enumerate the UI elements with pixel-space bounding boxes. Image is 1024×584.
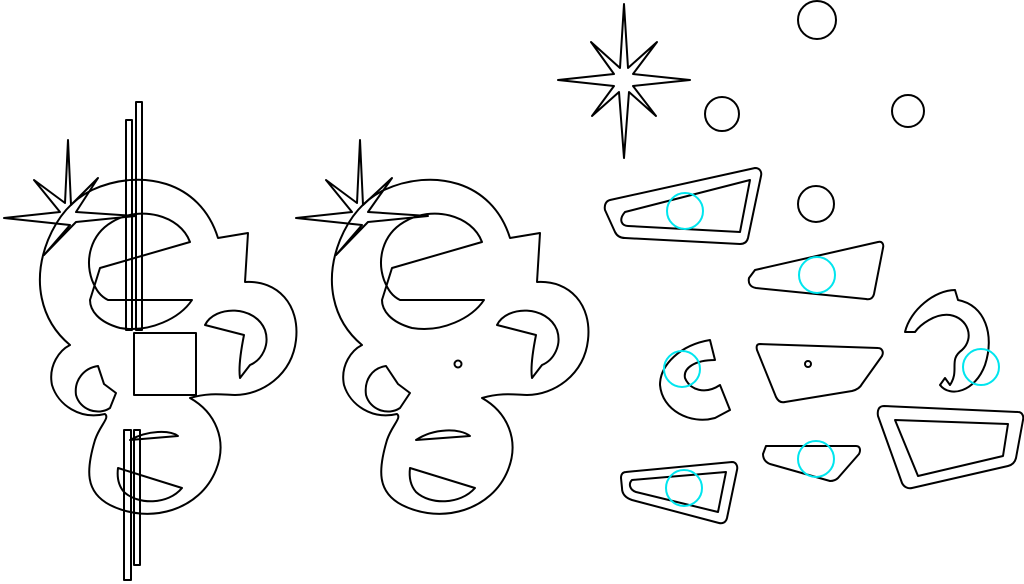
trapezoid-piece-center [755,343,884,404]
alignment-marker-1 [666,192,704,230]
framed-trapezoid-piece-1-outer [603,167,763,245]
pin-hole-center-piece [804,360,812,368]
alignment-marker-4 [962,348,1000,386]
guide-bar-tall [135,101,143,331]
hook-cutout-left [74,365,117,413]
alignment-marker-3 [663,350,701,388]
assembled-layout-with-guides [3,101,298,581]
pin-hole-middle [453,359,463,369]
crescent-piece-right [904,289,990,393]
framed-trapezoid-piece-4-outer [620,461,739,525]
main-body-outline-left [38,178,298,515]
guide-bar-bottom-2 [133,429,141,566]
hook-piece-left [659,339,731,421]
alignment-marker-2 [798,256,836,294]
alignment-marker-6 [665,469,703,507]
framed-trapezoid-piece-3-inner [894,419,1009,477]
circle-piece-left [704,96,740,132]
circle-piece-right [891,94,925,128]
half-moon-bottom-left [116,467,183,503]
crescent-cutout-right-left [204,309,268,379]
separated-cut-pieces [557,0,1024,525]
half-moon-bottom-middle [408,467,476,503]
starburst-right-icon [557,3,691,159]
assembled-layout-outline [295,139,590,515]
crescent-cutout-top-left [88,212,193,330]
half-moon-top-left [129,430,179,441]
crescent-cutout-top-middle [380,212,485,330]
circle-piece-top [797,0,837,40]
alignment-marker-5 [797,440,835,478]
center-square-block [133,332,197,396]
framed-trapezoid-piece-1-inner [620,179,751,233]
circle-piece-middle [797,185,835,223]
main-body-outline-middle [330,178,590,515]
trapezoid-piece-small [762,445,861,482]
crescent-cutout-right-middle [496,309,560,379]
trapezoid-piece-2 [747,240,885,301]
framed-trapezoid-piece-3-outer [876,405,1024,490]
guide-bar-bottom [123,429,132,581]
hook-cutout-middle [364,365,411,413]
half-moon-top-middle [415,429,471,441]
alignment-markers [663,192,1000,507]
starburst-left-icon [3,139,137,256]
framed-trapezoid-piece-4-inner [628,471,727,513]
starburst-middle-icon [295,139,429,256]
guide-bar-short [125,119,133,331]
